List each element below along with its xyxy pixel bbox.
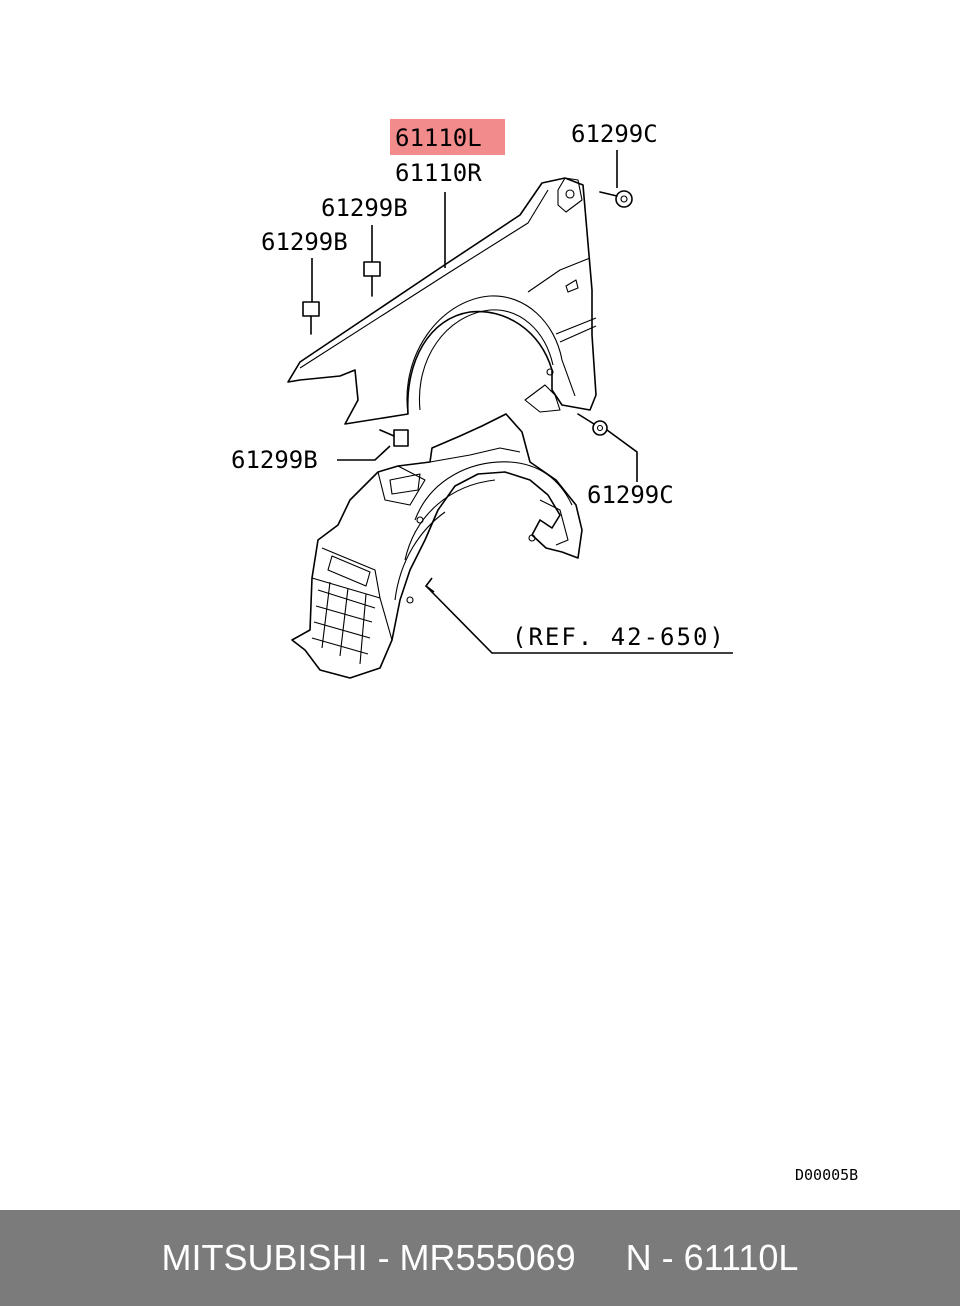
clip-61299b-lower[interactable]: [379, 429, 409, 447]
part-label-61110l[interactable]: 61110L: [395, 124, 482, 152]
reference-label[interactable]: (REF. 42-650): [512, 623, 726, 651]
part-label-61110r[interactable]: 61110R: [395, 159, 482, 187]
drawing-code: D00005B: [795, 1166, 858, 1184]
clip-61299c-top[interactable]: [599, 190, 633, 208]
footer-oem-number: N - 61110L: [625, 1237, 799, 1278]
clip-label-61299c-lower[interactable]: 61299C: [587, 481, 674, 509]
clip-61299b-top[interactable]: [363, 261, 381, 297]
leader-lines: [311, 150, 733, 654]
clip-label-61299b-left[interactable]: 61299B: [261, 228, 348, 256]
clip-61299b-left[interactable]: [302, 301, 320, 335]
footer-bar: MITSUBISHI - MR555069 N - 61110L: [0, 1210, 960, 1306]
footer-brand-part-number: MITSUBISHI - MR555069: [161, 1237, 576, 1278]
clip-label-61299b-top[interactable]: 61299B: [321, 194, 408, 222]
parts-diagram: 61110L 61110R 61299C 61299B 61299B 61299…: [231, 119, 858, 1184]
part-highlight-box: [390, 119, 505, 155]
clip-61299c-lower[interactable]: [577, 413, 608, 436]
clip-label-61299b-lower[interactable]: 61299B: [231, 446, 318, 474]
clip-label-61299c-top[interactable]: 61299C: [571, 120, 658, 148]
front-fender-panel[interactable]: [287, 177, 597, 425]
wheel-liner-splash-shield[interactable]: [291, 413, 583, 679]
